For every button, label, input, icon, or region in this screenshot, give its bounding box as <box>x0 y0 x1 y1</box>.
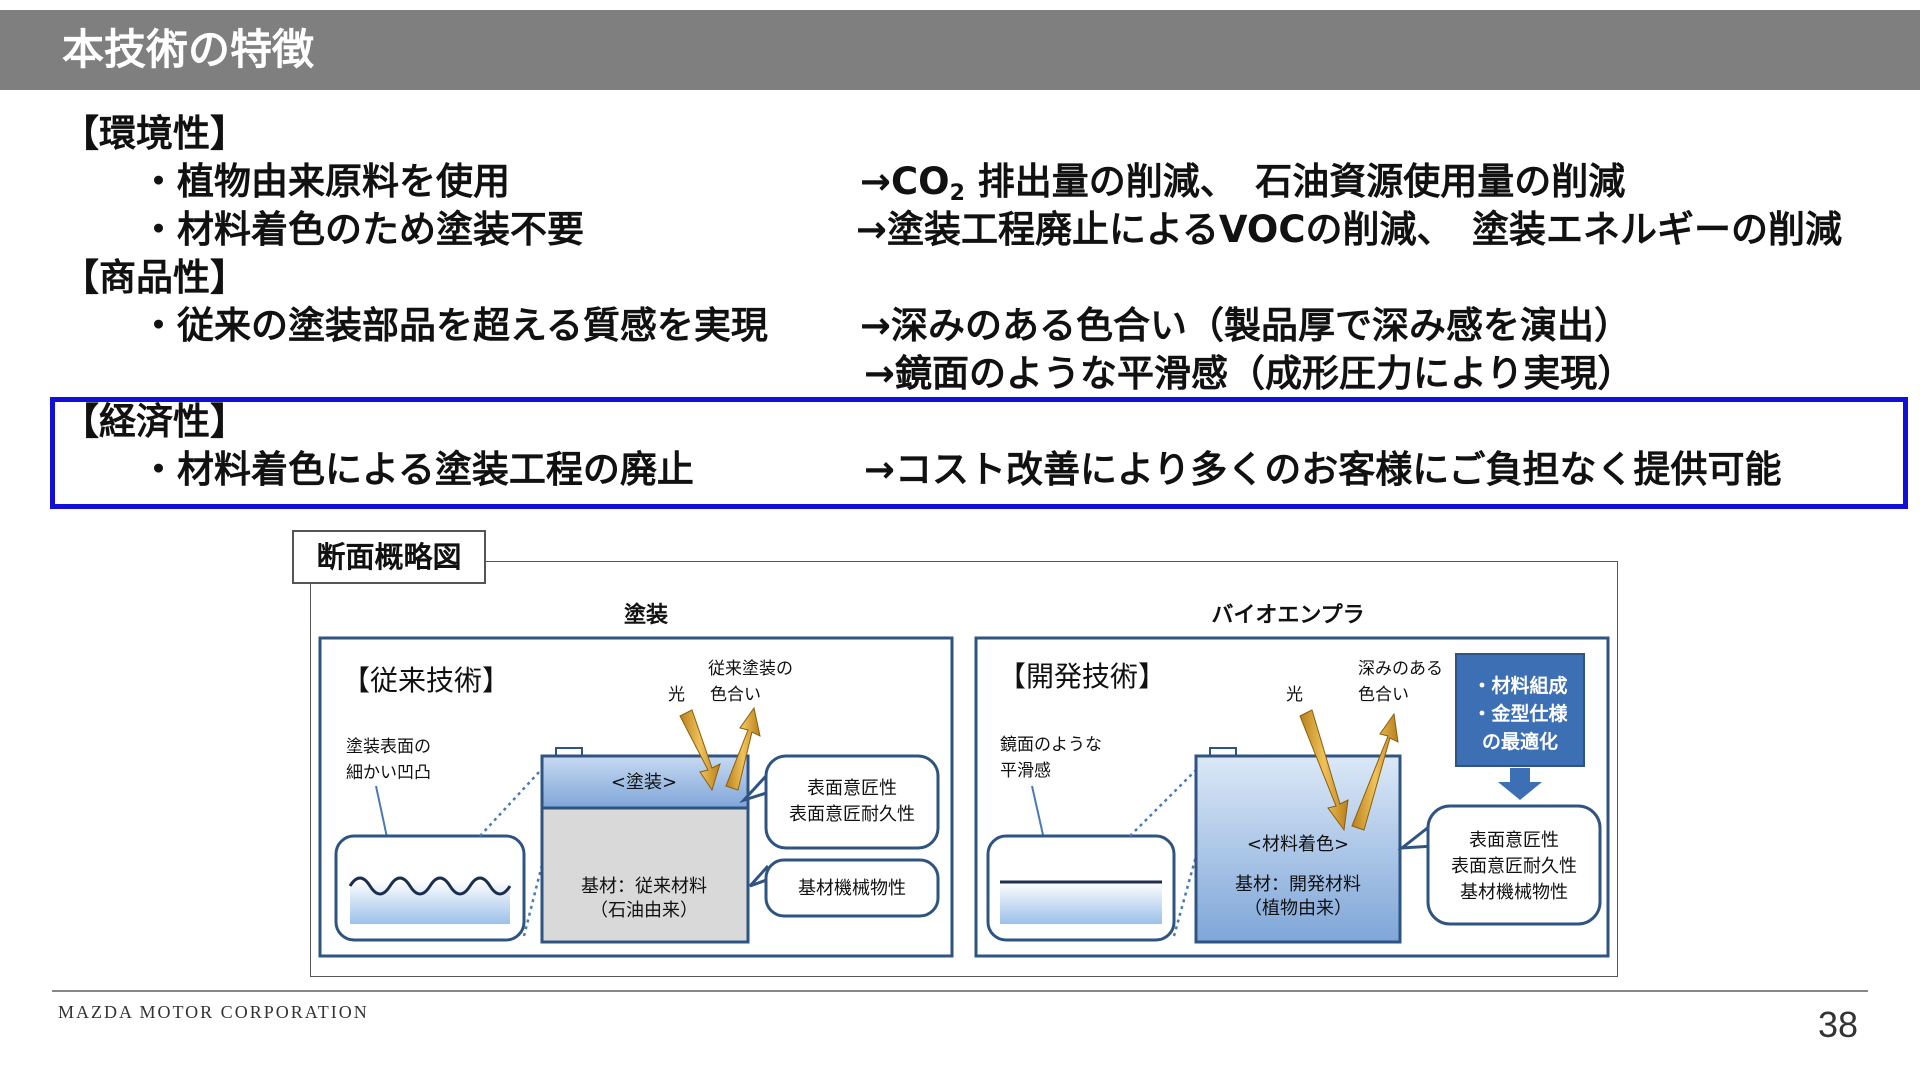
footer-company-name: MAZDA MOTOR CORPORATION <box>58 1002 369 1022</box>
diagram-frame-top-line <box>486 561 1618 562</box>
footer-divider <box>52 990 1868 992</box>
developed-panel: 【開発技術】 鏡面のような 平滑感 <材料着色> 基材：開発材料 （植物由来） … <box>974 636 1610 958</box>
optimization-box <box>1455 653 1585 767</box>
section-header-product: 【商品性】 <box>62 256 247 299</box>
env-result-co2: →CO2 排出量の削減、 石油資源使用量の削減 <box>860 158 1625 218</box>
conventional-callout-2-text: 基材機械物性 <box>798 878 906 899</box>
conventional-surface-note-1: 塗装表面の <box>346 736 431 757</box>
product-result-smooth: →鏡面のような平滑感（成形圧力により実現） <box>864 352 1635 395</box>
conventional-light-label: 光 <box>668 685 685 705</box>
developed-base-label-1: 基材：開発材料 <box>1235 874 1361 895</box>
developed-callout-text-1: 表面意匠性 <box>1469 830 1559 851</box>
developed-light-arrow <box>1299 709 1349 832</box>
page-title: 本技術の特徴 <box>62 25 315 74</box>
developed-base-label-2: （植物由来） <box>1244 898 1352 919</box>
conventional-reflect-label-2: 色合い <box>710 685 761 705</box>
diagram-title-box: 断面概略図 <box>292 530 486 584</box>
conventional-reflect-arrow <box>725 706 761 791</box>
economy-highlight-box <box>50 397 1908 509</box>
env-bullet-plant-material: ・植物由来原料を使用 <box>140 160 510 203</box>
developed-color-label: <材料着色> <box>1247 834 1349 855</box>
rough-surface-line <box>348 876 512 896</box>
developed-callout-pointer <box>1397 824 1435 850</box>
conventional-light-arrow <box>679 709 721 792</box>
developed-callout-text-2: 表面意匠耐久性 <box>1451 856 1577 877</box>
conventional-substrate <box>540 806 750 944</box>
conventional-base-label-2: （石油由来） <box>590 900 698 921</box>
developed-callout <box>1426 804 1602 926</box>
diagram-frame <box>310 561 1618 977</box>
product-bullet-texture: ・従来の塗装部品を超える質感を実現 <box>140 304 768 347</box>
conventional-coating-label: <塗装> <box>611 771 677 793</box>
conventional-callout-1-text-2: 表面意匠耐久性 <box>789 804 915 825</box>
conventional-callout-1 <box>764 754 940 850</box>
conventional-base-label-1: 基材：従来材料 <box>581 876 707 897</box>
product-result-depth: →深みのある色合い（製品厚で深み感を演出） <box>860 304 1632 347</box>
left-heading: 塗装 <box>624 602 668 628</box>
page-number: 38 <box>1817 1004 1858 1045</box>
env-result-voc: →塗装工程廃止によるVOCの削減、 塗装エネルギーの削減 <box>856 208 1842 251</box>
developed-reflect-label-1: 深みのある <box>1358 659 1443 679</box>
title-bar: 本技術の特徴 <box>0 10 1920 90</box>
developed-reflect-arrow <box>1351 712 1399 831</box>
conventional-surface-note-2: 細かい凹凸 <box>346 763 431 783</box>
conventional-callout-1-text-1: 表面意匠性 <box>807 778 897 799</box>
right-heading: バイオエンプラ <box>1211 603 1364 628</box>
developed-substrate <box>1194 754 1402 944</box>
developed-zoom-fill <box>1000 882 1162 924</box>
developed-surface-note-1: 鏡面のような <box>1000 735 1102 755</box>
section-header-environment: 【環境性】 <box>62 112 247 155</box>
env-result-co2-sub: 2 <box>949 181 965 206</box>
conventional-reflect-label-1: 従来塗装の <box>708 658 793 679</box>
env-result-co2-pre: →CO <box>860 160 950 203</box>
developed-zoom-line-bottom <box>1172 761 1224 937</box>
developed-callout-text-3: 基材機械物性 <box>1460 882 1568 903</box>
env-bullet-no-paint: ・材料着色のため塗装不要 <box>140 208 584 251</box>
diagram-title: 断面概略図 <box>316 540 462 574</box>
econ-result-cost: →コスト改善により多くのお客様にご負担なく提供可能 <box>864 448 1782 491</box>
optimization-text-3: の最適化 <box>1482 730 1558 753</box>
conventional-panel-label: 【従来技術】 <box>342 664 510 697</box>
conventional-panel: 【従来技術】 塗装表面の 細かい凹凸 <塗装> 基材：従来材料 （石油由来） 光… <box>318 636 954 958</box>
optimization-text-1: ・材料組成 <box>1472 674 1567 697</box>
developed-surface-note-2: 平滑感 <box>1000 761 1051 781</box>
optimization-down-arrow <box>1498 768 1542 800</box>
developed-panel-label: 【開発技術】 <box>998 660 1166 693</box>
conventional-callout-2 <box>764 858 940 918</box>
developed-reflect-label-2: 色合い <box>1358 685 1409 705</box>
section-header-economy: 【経済性】 <box>62 400 247 443</box>
developed-light-label: 光 <box>1286 685 1303 705</box>
env-result-co2-post: 排出量の削減、 石油資源使用量の削減 <box>964 160 1626 203</box>
econ-bullet-process: ・材料着色による塗装工程の廃止 <box>140 448 694 491</box>
optimization-text-2: ・金型仕様 <box>1472 702 1568 725</box>
